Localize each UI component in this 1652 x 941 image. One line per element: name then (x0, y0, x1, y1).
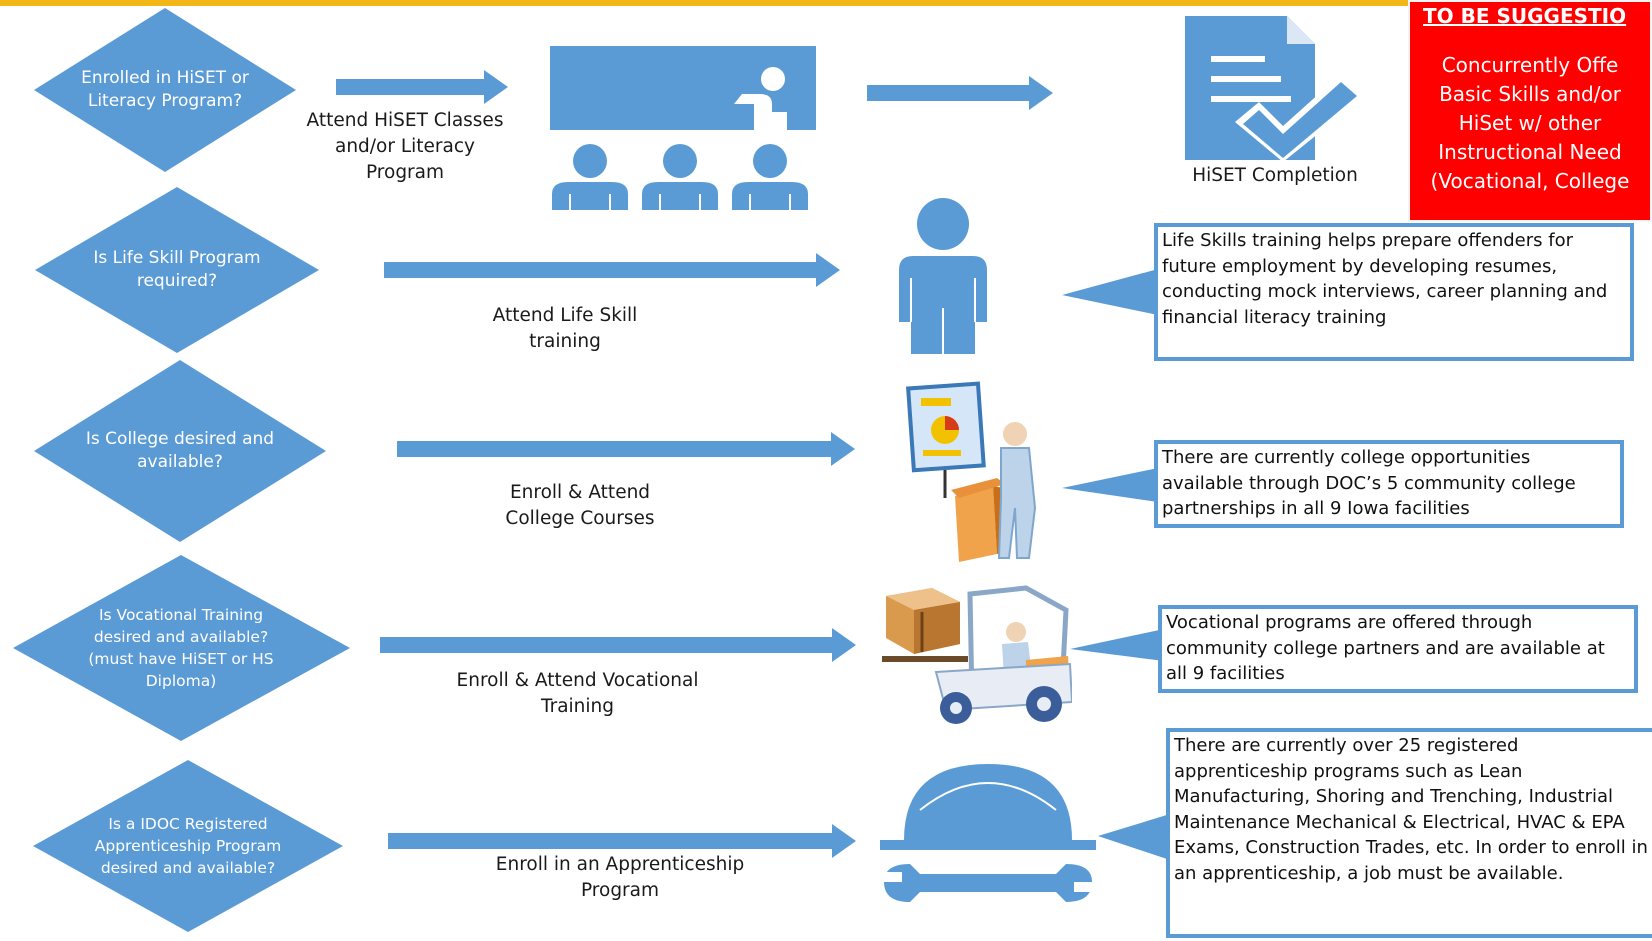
hardhat-wrench-icon (880, 760, 1096, 924)
callout-text: There are currently college opportunitie… (1154, 440, 1624, 528)
forklift-icon (876, 580, 1074, 732)
decision-text: Is College desired and available? (85, 429, 275, 472)
decision-diamond-apprenticeship: Is a IDOC Registered Apprenticeship Prog… (33, 760, 343, 932)
flow-arrow (388, 824, 856, 858)
flow-arrow (336, 70, 508, 104)
lecturer-podium-icon (905, 378, 1045, 566)
completion-caption: HiSET Completion (1192, 165, 1358, 186)
callout-college: There are currently college opportunitie… (1062, 440, 1642, 530)
suggestion-line: Instructional Need (1438, 140, 1622, 164)
document-check-icon (1183, 14, 1367, 166)
classroom-teacher-icon (546, 44, 818, 214)
suggestion-title: TO BE SUGGESTIO (1423, 4, 1627, 28)
suggestion-line: HiSet w/ other (1458, 111, 1602, 135)
flow-arrow (380, 628, 856, 662)
decision-text: Is Vocational Training desired and avail… (88, 606, 274, 690)
action-label-life-skill: Attend Life Skill training (492, 305, 638, 352)
flow-arrow (867, 76, 1053, 110)
callout-apprenticeship: There are currently over 25 registered a… (1098, 728, 1652, 938)
action-label-college: Enroll & Attend College Courses (505, 482, 655, 529)
person-icon (895, 196, 991, 358)
callout-text: There are currently over 25 registered a… (1166, 728, 1652, 938)
decision-diamond-life-skill: Is Life Skill Program required? (35, 187, 319, 353)
decision-text: Enrolled in HiSET or Literacy Program? (81, 68, 249, 111)
decision-diamond-college: Is College desired and available? (34, 360, 326, 542)
decision-diamond-vocational: Is Vocational Training desired and avail… (13, 555, 350, 741)
suggestion-line: Basic Skills and/or (1439, 82, 1621, 106)
suggestion-line: (Vocational, College (1430, 169, 1630, 193)
action-label-hiset: Attend HiSET Classes and/or Literacy Pro… (306, 110, 504, 183)
flow-arrow (384, 253, 840, 287)
flow-arrow (397, 432, 855, 466)
action-label-apprenticeship: Enroll in an Apprenticeship Program (495, 854, 745, 901)
decision-text: Is a IDOC Registered Apprenticeship Prog… (94, 815, 282, 877)
callout-text: Life Skills training helps prepare offen… (1154, 223, 1634, 361)
action-label-vocational: Enroll & Attend Vocational Training (456, 670, 699, 717)
decision-text: Is Life Skill Program required? (93, 248, 261, 291)
suggestion-line: Concurrently Offe (1441, 53, 1619, 77)
callout-life-skill: Life Skills training helps prepare offen… (1062, 223, 1642, 363)
suggestion-box: TO BE SUGGESTIO Concurrently Offe Basic … (1408, 0, 1652, 222)
top-accent-bar (0, 0, 1652, 6)
decision-diamond-hiset: Enrolled in HiSET or Literacy Program? (34, 8, 296, 172)
callout-text: Vocational programs are offered through … (1158, 605, 1638, 693)
callout-vocational: Vocational programs are offered through … (1070, 605, 1650, 695)
